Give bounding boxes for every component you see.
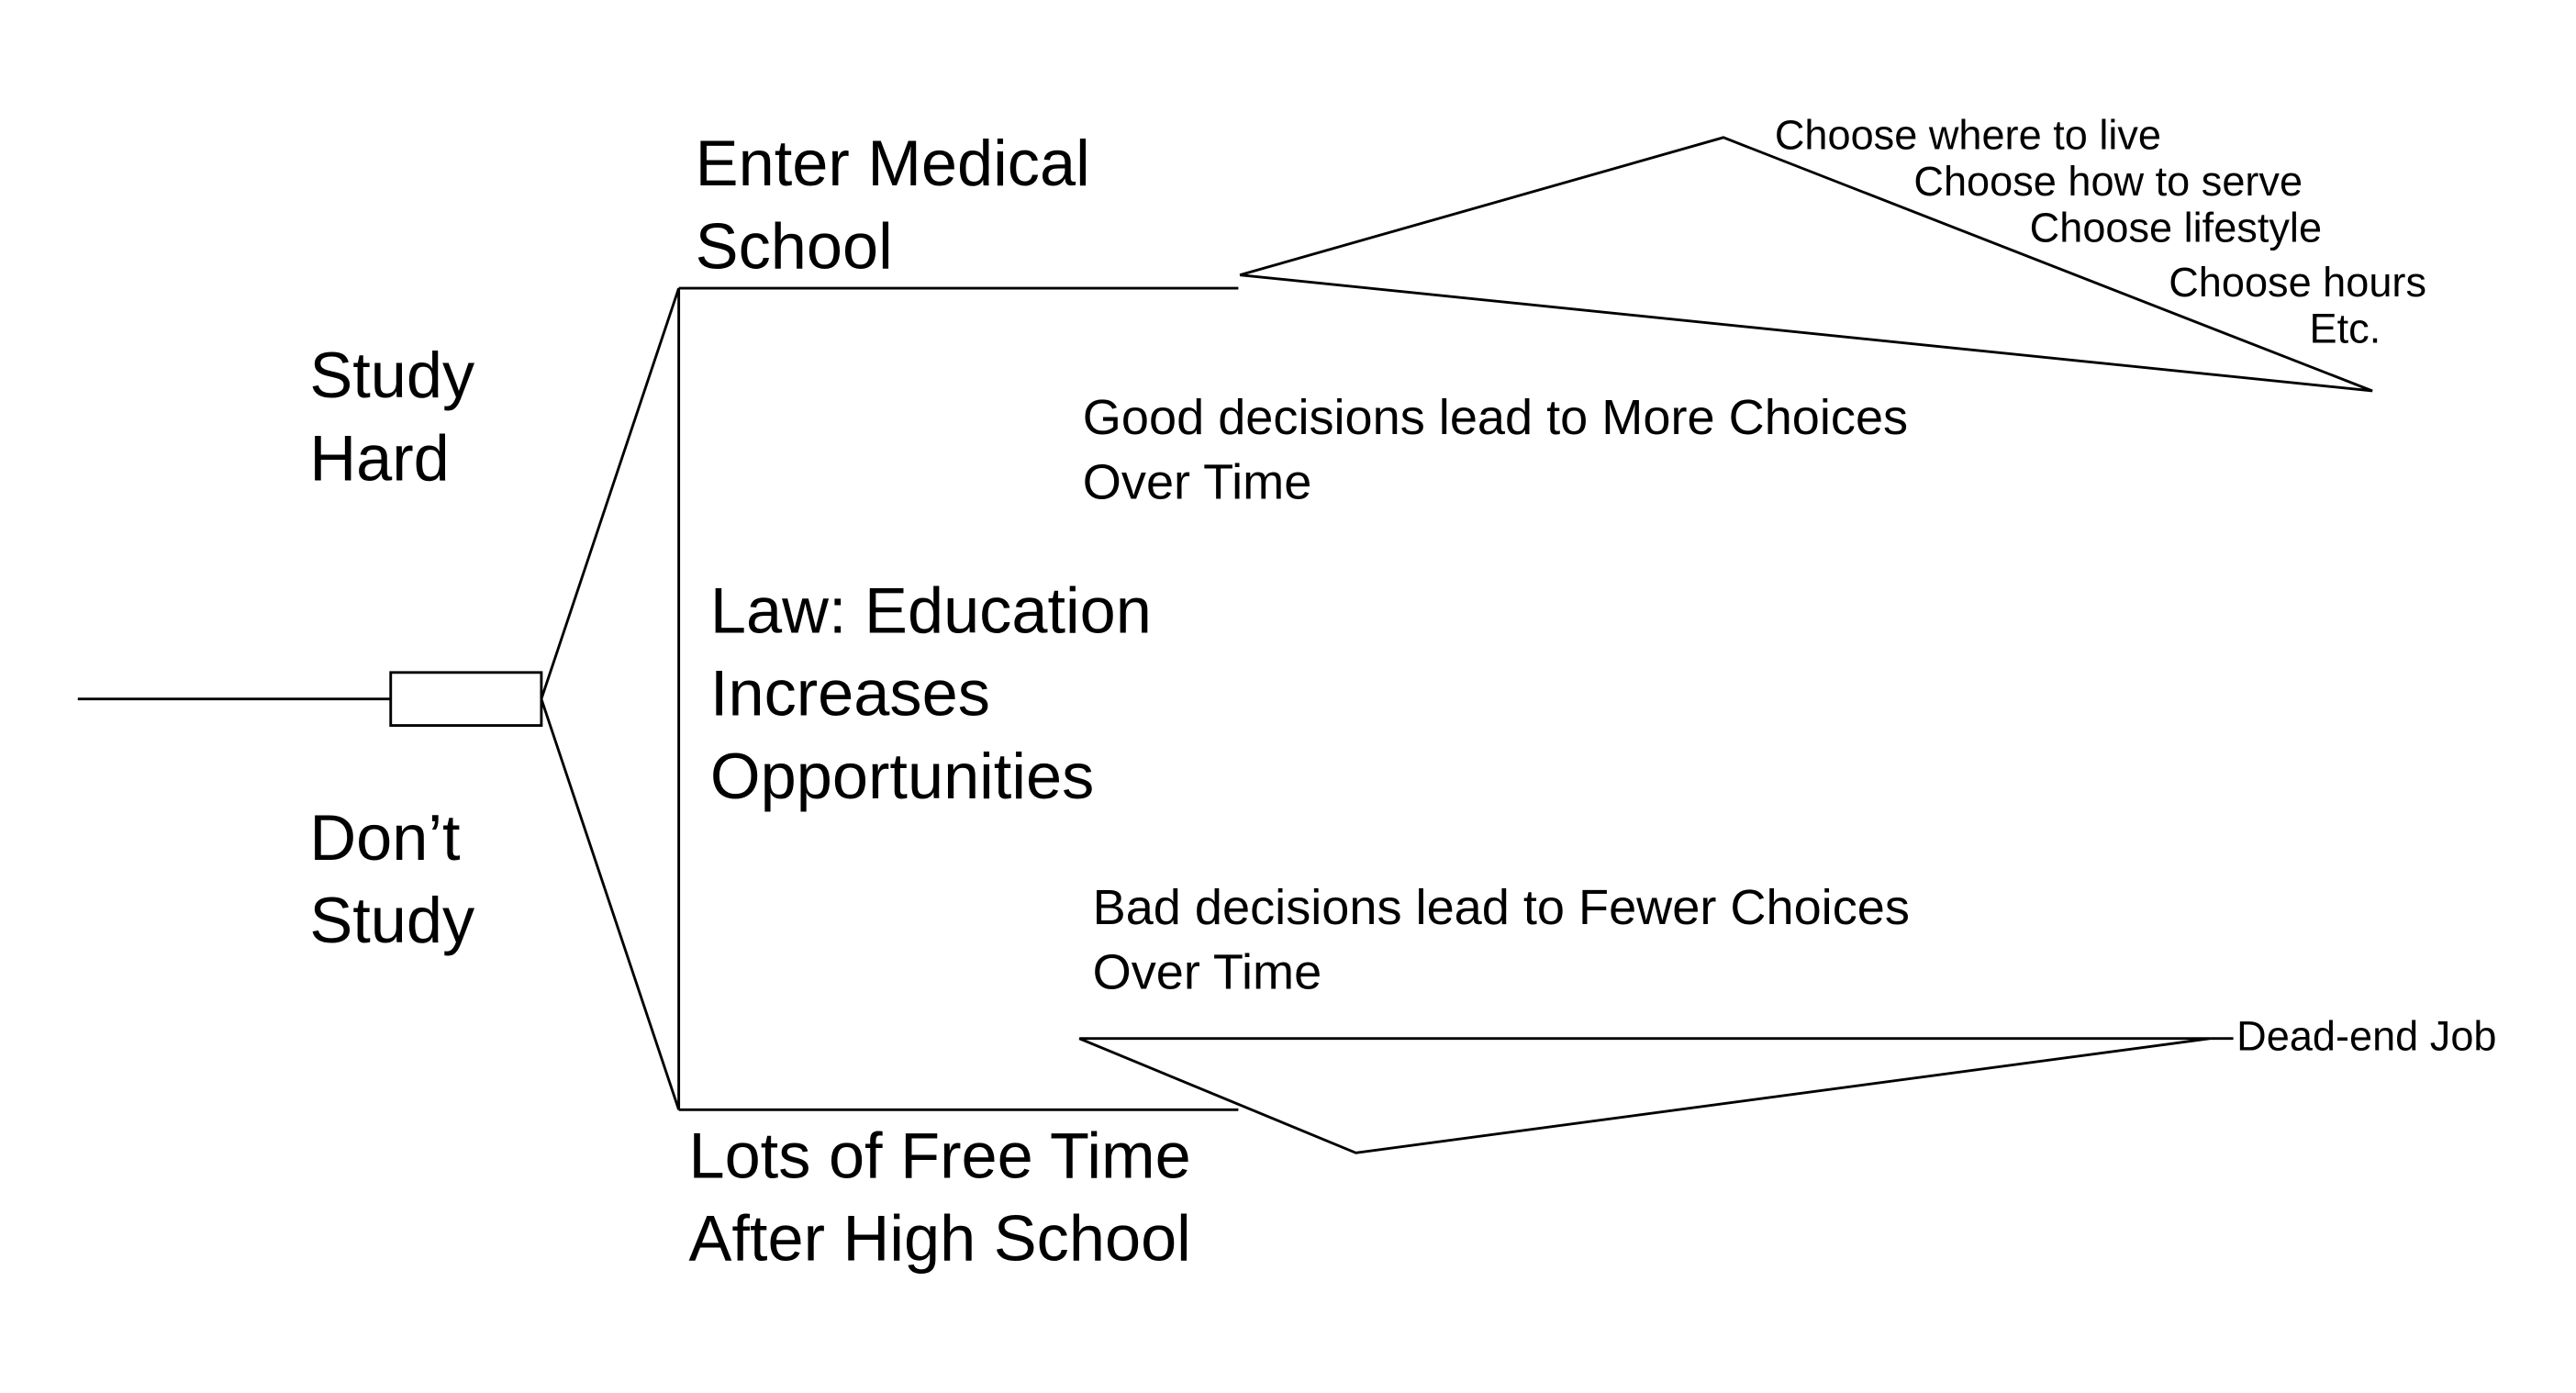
- upper-outcome-line1: Enter Medical: [696, 127, 1090, 199]
- upper-outcome-line2: School: [696, 209, 893, 282]
- bad-caption-line1: Bad decisions lead to Fewer Choices: [1093, 880, 1910, 935]
- law-line3: Opportunities: [710, 740, 1094, 812]
- lower-branch-line: [540, 698, 681, 1110]
- good-caption-line1: Good decisions lead to More Choices: [1083, 390, 1908, 445]
- dead-end-job-label: Dead-end Job: [2236, 1012, 2496, 1059]
- law-line1: Law: Education: [710, 574, 1152, 646]
- choice-how-to-serve: Choose how to serve: [1913, 158, 2303, 205]
- dont-study-line2: Study: [309, 884, 475, 956]
- fewer-choices-triangle: [1078, 1037, 2211, 1154]
- choice-hours: Choose hours: [2169, 259, 2426, 306]
- law-line2: Increases: [710, 657, 990, 730]
- dont-study-line1: Don’t: [309, 801, 461, 874]
- lower-outcome-line1: Lots of Free Time: [688, 1119, 1190, 1191]
- choice-etc: Etc.: [2310, 306, 2381, 352]
- lower-outcome-line2: After High School: [688, 1202, 1190, 1275]
- bad-caption-line2: Over Time: [1093, 945, 1322, 1000]
- more-choices-triangle: [1239, 136, 2373, 393]
- good-caption-line2: Over Time: [1083, 454, 1312, 509]
- study-hard-line2: Hard: [309, 421, 449, 494]
- study-hard-line1: Study: [309, 339, 475, 411]
- choice-lifestyle: Choose lifestyle: [2030, 205, 2322, 251]
- choice-where-to-live: Choose where to live: [1775, 111, 2161, 158]
- upper-branch-line: [540, 287, 681, 700]
- decision-box: [389, 671, 543, 728]
